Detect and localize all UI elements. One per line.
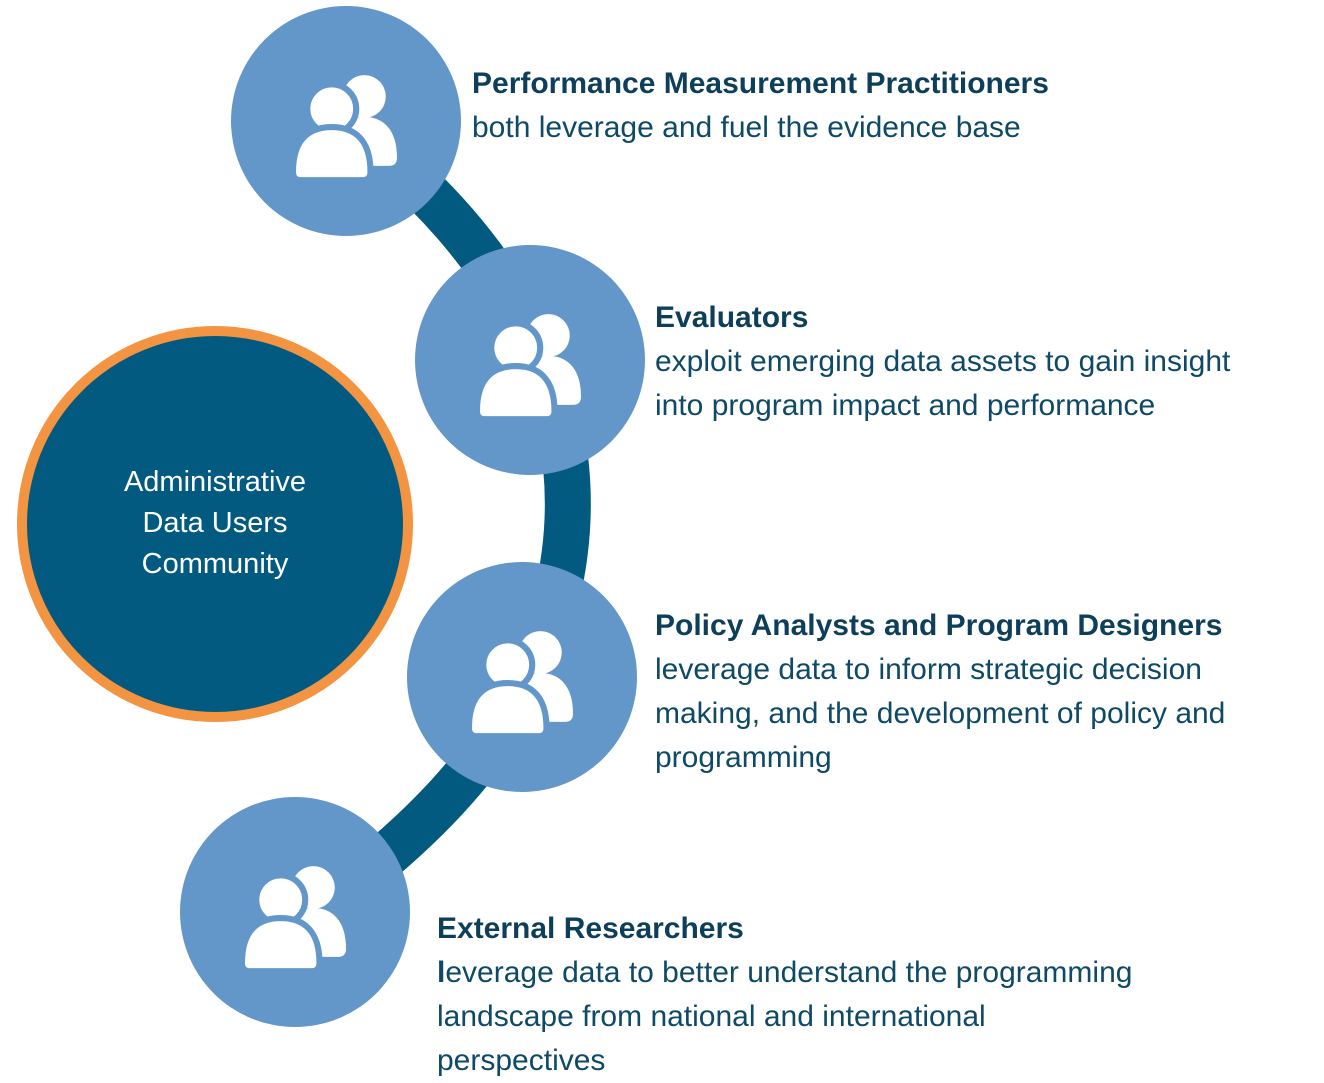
hub-label: Administrative Data Users Community xyxy=(30,462,400,585)
role-description: landscape from national and internationa… xyxy=(437,1000,986,1033)
hub-circle xyxy=(17,326,413,722)
role-title: Evaluators xyxy=(655,301,809,334)
role-evaluators: Evaluators exploit emerging data assets … xyxy=(655,296,1315,428)
role-description: exploit emerging data assets to gain ins… xyxy=(655,345,1231,378)
role-node-4 xyxy=(180,797,410,1027)
role-performance-measurement: Performance Measurement Practitioners bo… xyxy=(472,62,1292,150)
role-description: programming xyxy=(655,741,832,774)
hub-label-line: Community xyxy=(141,548,289,580)
role-title: Performance Measurement Practitioners xyxy=(472,67,1049,100)
role-description: into program impact and performance xyxy=(655,389,1156,422)
role-description-rest: everage data to better understand the pr… xyxy=(445,956,1133,989)
role-external-researchers: External Researchers leverage data to be… xyxy=(437,907,1297,1083)
role-node-3 xyxy=(407,562,637,792)
role-policy-analysts: Policy Analysts and Program Designers le… xyxy=(655,604,1320,780)
role-title: Policy Analysts and Program Designers xyxy=(655,609,1223,642)
role-description: both leverage and fuel the evidence base xyxy=(472,111,1021,144)
role-description-first-letter: l xyxy=(437,956,446,989)
role-title: External Researchers xyxy=(437,912,744,945)
role-node-1 xyxy=(231,6,461,236)
role-description: leverage data to inform strategic decisi… xyxy=(655,653,1202,686)
role-description: making, and the development of policy an… xyxy=(655,697,1226,730)
hub-label-line: Administrative xyxy=(123,466,307,498)
hub-label-line: Data Users xyxy=(142,507,288,539)
role-node-2 xyxy=(415,245,645,475)
role-description: leverage data to better understand the p… xyxy=(437,951,1297,995)
role-description: perspectives xyxy=(437,1044,606,1077)
